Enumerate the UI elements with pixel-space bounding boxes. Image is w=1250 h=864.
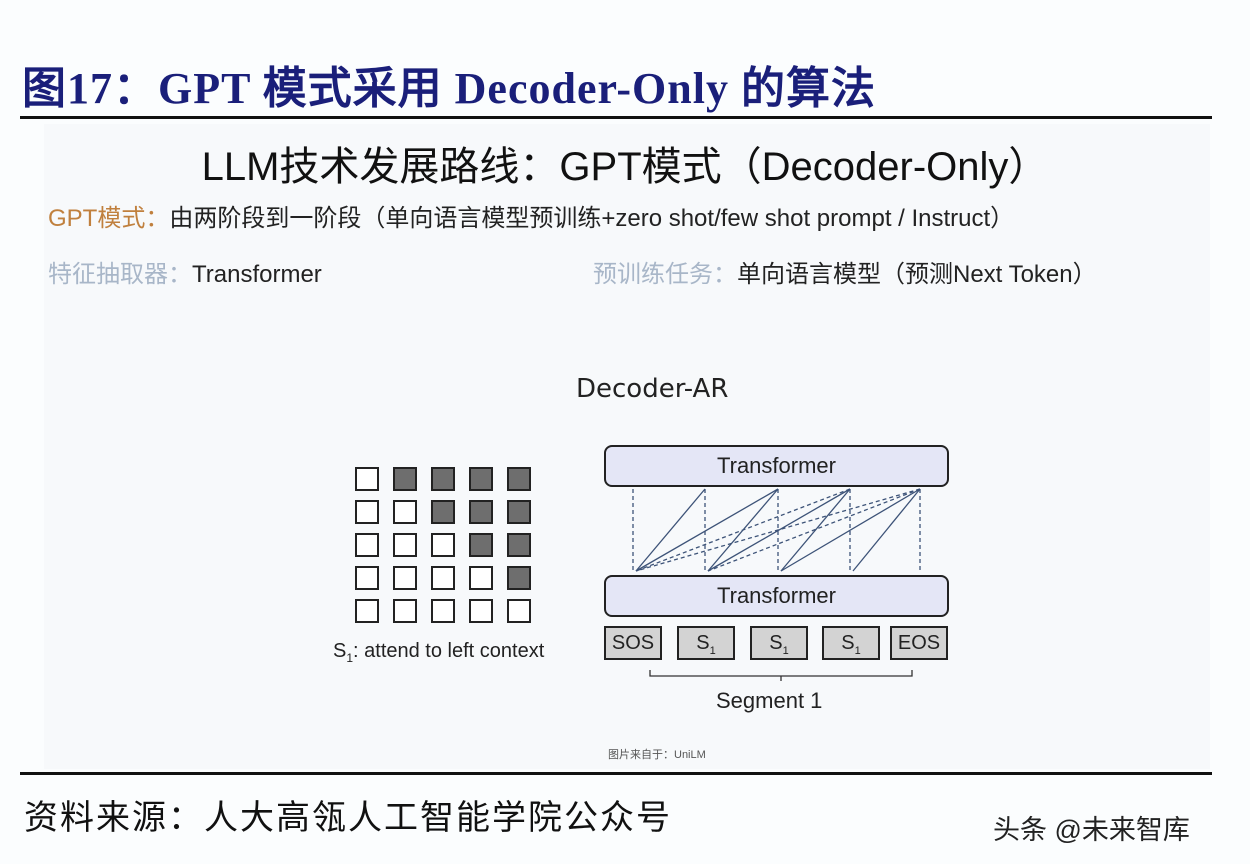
mask-cell — [355, 533, 379, 557]
mask-cell — [355, 599, 379, 623]
mask-cell — [507, 533, 531, 557]
bottom-divider — [20, 772, 1212, 775]
transformer-top-block: Transformer — [604, 445, 949, 487]
mask-cell — [355, 500, 379, 524]
mask-cell — [507, 566, 531, 590]
extractor-line: 特征抽取器：Transformer — [48, 254, 322, 289]
diagram-title: Decoder-AR — [576, 374, 729, 404]
top-divider — [20, 116, 1212, 119]
token-s1: S1 — [750, 626, 808, 660]
mask-cell — [431, 467, 455, 491]
mask-cell — [393, 533, 417, 557]
extractor-label: 特征抽取器： — [48, 261, 192, 288]
pretrain-task-label: 预训练任务： — [593, 261, 737, 288]
transformer-bottom-block: Transformer — [604, 575, 949, 617]
slide-title: LLM技术发展路线：GPT模式（Decoder-Only） — [201, 145, 1049, 189]
mask-cell — [431, 566, 455, 590]
mask-caption-suffix: : attend to left context — [353, 640, 545, 662]
mask-cell — [507, 467, 531, 491]
extractor-value: Transformer — [192, 261, 322, 288]
token-s1: S1 — [677, 626, 735, 660]
mask-cell — [469, 500, 493, 524]
image-credit: 图片来自于：UniLM — [608, 749, 706, 761]
mask-cell — [355, 566, 379, 590]
mask-cell — [431, 500, 455, 524]
mask-cell — [507, 500, 531, 524]
figure-title: 图17：GPT 模式采用 Decoder-Only 的算法 — [22, 64, 876, 113]
mask-cell — [469, 533, 493, 557]
mask-cell — [393, 599, 417, 623]
gpt-mode-line: GPT模式：由两阶段到一阶段（单向语言模型预训练+zero shot/few s… — [48, 198, 1014, 233]
mask-cell — [355, 467, 379, 491]
mask-caption: S1: attend to left context — [333, 640, 544, 665]
watermark: 头条 @未来智库 — [993, 815, 1190, 845]
mask-cell — [393, 467, 417, 491]
mask-cell — [431, 599, 455, 623]
mask-cell — [507, 599, 531, 623]
gpt-mode-label: GPT模式： — [48, 205, 170, 232]
gpt-mode-text: 由两阶段到一阶段（单向语言模型预训练+zero shot/few shot pr… — [169, 205, 1015, 232]
mask-cell — [469, 599, 493, 623]
token-eos: EOS — [890, 626, 948, 660]
token-s1: S1 — [822, 626, 880, 660]
mask-caption-prefix: S — [333, 640, 347, 662]
mask-cell — [469, 566, 493, 590]
mask-cell — [431, 533, 455, 557]
token-sos: SOS — [604, 626, 662, 660]
source-note: 资料来源：人大高瓴人工智能学院公众号 — [24, 798, 672, 838]
segment-label: Segment 1 — [716, 688, 823, 713]
pretrain-task-line: 预训练任务：单向语言模型（预测Next Token） — [593, 254, 1097, 289]
mask-caption-sub: 1 — [346, 651, 354, 665]
pretrain-task-value: 单向语言模型（预测Next Token） — [737, 261, 1097, 288]
mask-cell — [469, 467, 493, 491]
mask-cell — [393, 566, 417, 590]
mask-cell — [393, 500, 417, 524]
